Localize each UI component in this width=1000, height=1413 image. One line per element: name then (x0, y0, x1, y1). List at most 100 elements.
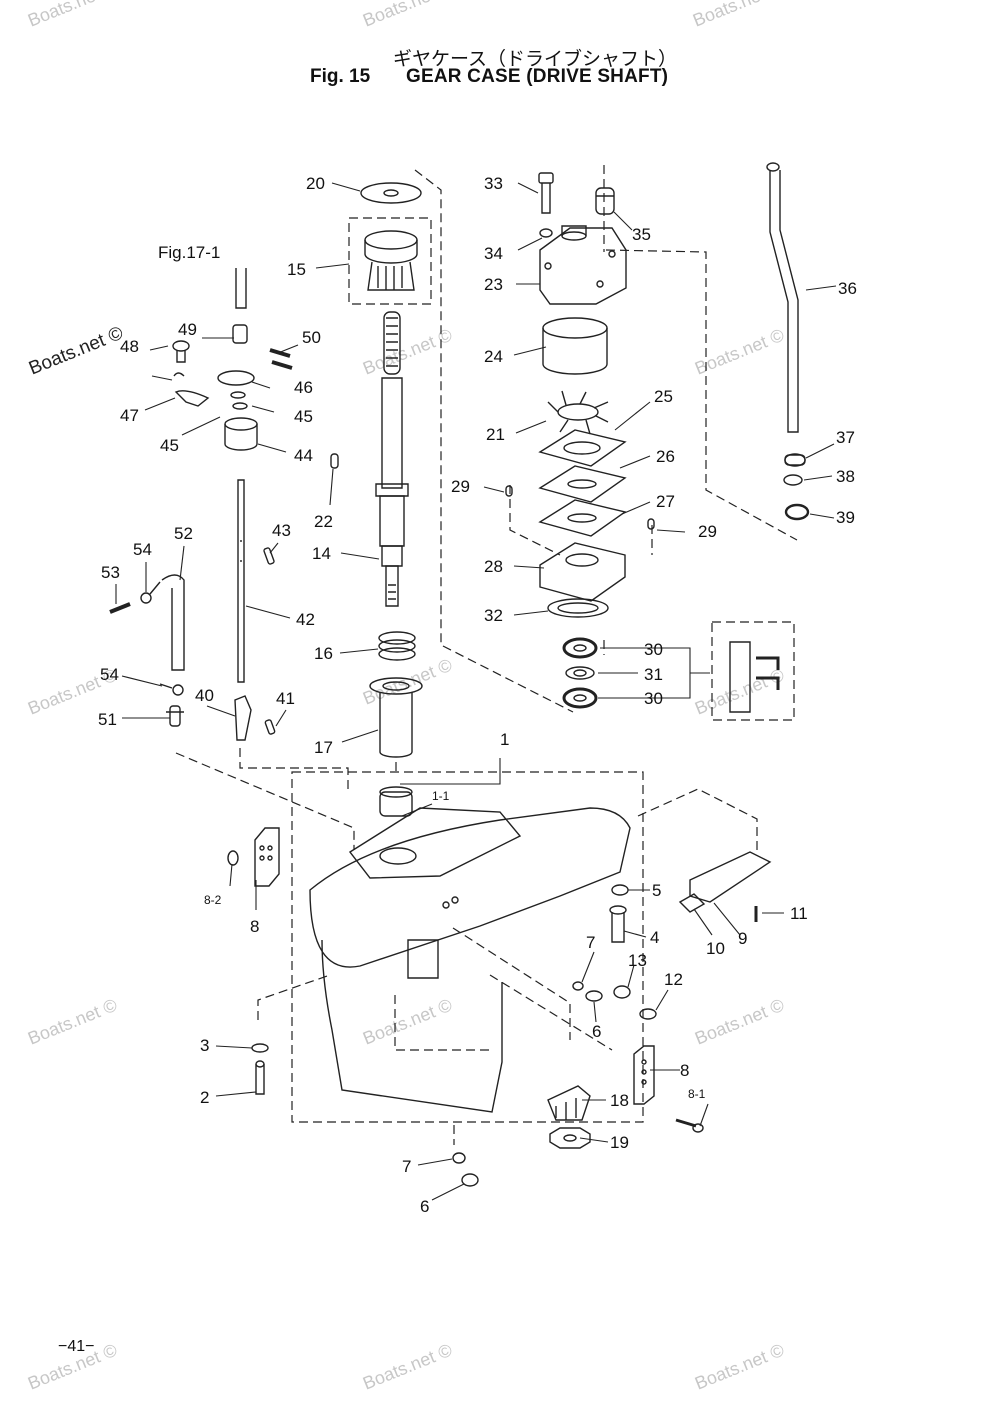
callout-6a: 6 (592, 1022, 601, 1041)
part-plate-26 (538, 465, 627, 503)
part-bolt-8-1 (675, 1118, 704, 1133)
page-number: −41− (58, 1338, 95, 1355)
callout-2: 2 (200, 1088, 209, 1107)
callout-4: 4 (650, 928, 659, 947)
part-pump-base-28 (539, 542, 626, 602)
part-water-tube-36 (766, 162, 799, 433)
callout-28: 28 (484, 557, 503, 576)
part-bolt-2 (255, 1060, 265, 1095)
callout-9: 9 (738, 929, 747, 948)
part-bolt-48 (172, 340, 190, 377)
callout-39: 39 (836, 508, 855, 527)
callout-8-1: 8-1 (688, 1087, 706, 1101)
part-washer-7b (452, 1152, 466, 1164)
callout-48: 48 (120, 337, 139, 356)
part-o-ring-45b (232, 402, 248, 410)
callout-23: 23 (484, 275, 503, 294)
callout-1: 1 (500, 730, 509, 749)
part-washer-5 (611, 884, 629, 896)
part-hose-52 (161, 574, 185, 671)
part-seal-30b (562, 687, 598, 709)
callout-25: 25 (654, 387, 673, 406)
callout-45b: 45 (160, 436, 179, 455)
part-pin-22 (330, 453, 339, 469)
callout-51: 51 (98, 710, 117, 729)
figure-title-japanese: ギヤケース（ドライブシャフト） (392, 48, 678, 70)
part-anode-8a (254, 827, 280, 887)
part-seal-orientation-detail (729, 641, 780, 713)
part-plate-9 (689, 851, 772, 903)
callout-8-2: 8-2 (204, 893, 222, 907)
figure-number: Fig. 15 (310, 66, 371, 87)
callout-32: 32 (484, 606, 503, 625)
part-retainer-47 (174, 390, 210, 407)
part-sleeve-17 (369, 677, 423, 758)
callout-30b: 30 (644, 689, 663, 708)
callout-fig17-ref: Fig.17-1 (158, 243, 220, 262)
callout-labels: 20 15 Fig.17-1 49 50 48 46 47 45 45 44 2… (98, 174, 857, 1216)
part-gasket-25 (538, 429, 627, 467)
callout-18: 18 (610, 1091, 629, 1110)
part-shaft-fig17 (235, 268, 247, 309)
part-seal-30a (562, 637, 598, 659)
callout-26: 26 (656, 447, 675, 466)
callout-41: 41 (276, 689, 295, 708)
part-rod-guide-44 (224, 417, 258, 451)
part-bracket-10 (678, 893, 706, 913)
callout-8b: 8 (680, 1061, 689, 1080)
part-bolt-33 (538, 172, 554, 214)
part-fitting-51 (166, 705, 184, 727)
assembly-guide-lines (175, 165, 798, 1145)
callout-43: 43 (272, 521, 291, 540)
part-pump-case-23 (539, 225, 627, 305)
callout-13: 13 (628, 951, 647, 970)
callout-40: 40 (195, 686, 214, 705)
callout-20: 20 (306, 174, 325, 193)
callout-49: 49 (178, 320, 197, 339)
callout-35: 35 (632, 225, 651, 244)
callout-54a: 54 (133, 540, 152, 559)
callout-38: 38 (836, 467, 855, 486)
callout-1-1: 1-1 (432, 789, 450, 803)
part-gasket-27 (538, 499, 627, 537)
part-insert-cartridge-24 (542, 317, 608, 375)
part-pin-29a (505, 485, 513, 497)
callout-42: 42 (296, 610, 315, 629)
callout-21: 21 (486, 425, 505, 444)
figure-title: GEAR CASE (DRIVE SHAFT) (406, 66, 669, 87)
part-drive-shaft-14 (375, 311, 409, 607)
callout-12: 12 (664, 970, 683, 989)
callout-53: 53 (101, 563, 120, 582)
callout-30a: 30 (644, 640, 663, 659)
part-seal-39 (784, 503, 810, 521)
part-plug-6b (461, 1173, 479, 1187)
callout-31: 31 (644, 665, 663, 684)
callout-34: 34 (484, 244, 503, 263)
part-clamp-54b (159, 683, 184, 696)
callout-19: 19 (610, 1133, 629, 1152)
part-grommet-37 (784, 453, 806, 467)
callout-3: 3 (200, 1036, 209, 1055)
part-washer-7a (572, 981, 584, 991)
callout-15: 15 (287, 260, 306, 279)
callout-47: 47 (120, 406, 139, 425)
callout-27: 27 (656, 492, 675, 511)
callout-7a: 7 (586, 933, 595, 952)
part-bushing-1-1 (379, 786, 413, 817)
callout-16: 16 (314, 644, 333, 663)
callout-29a: 29 (451, 477, 470, 496)
callout-29b: 29 (698, 522, 717, 541)
part-screw-12 (639, 1008, 657, 1020)
callout-45a: 45 (294, 407, 313, 426)
part-screw-53 (109, 602, 131, 614)
part-pin-41 (264, 719, 276, 735)
callout-24: 24 (484, 347, 503, 366)
part-grommet-35 (595, 187, 615, 215)
part-pin-29b (647, 518, 655, 530)
callout-50: 50 (302, 328, 321, 347)
part-pins-50 (269, 348, 293, 370)
part-pin-43 (263, 547, 275, 565)
part-nut-19 (549, 1127, 591, 1149)
callout-8a: 8 (250, 917, 259, 936)
part-pinion-18 (547, 1085, 591, 1121)
